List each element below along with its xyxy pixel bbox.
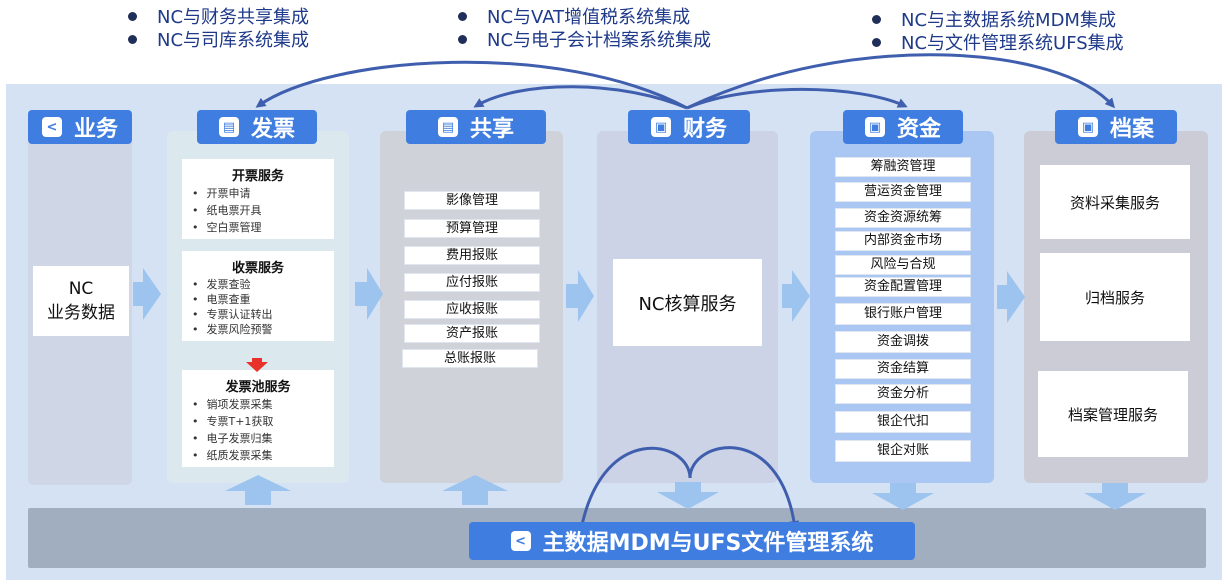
bullet-icon (458, 11, 467, 21)
share-item: 总账报账 (402, 349, 538, 368)
invoice-card-issue: 开票服务 开票申请 纸电票开具 空白票管理 (182, 159, 334, 239)
bullet-icon (458, 34, 467, 44)
integration-item: NC与VAT增值税系统集成 (458, 3, 690, 29)
archive-item: 档案管理服务 (1038, 371, 1188, 457)
curve-connector (255, 60, 688, 110)
header-share: ▤共享 (406, 110, 546, 144)
funds-item: 银企代扣 (835, 411, 971, 433)
share-icon: < (41, 117, 62, 137)
integration-item: NC与主数据系统MDM集成 (872, 6, 1116, 32)
bullet-icon (128, 11, 137, 21)
header-archive: ▣档案 (1055, 110, 1177, 144)
funds-item: 资金分析 (835, 384, 971, 404)
funds-item: 风险与合规 (835, 255, 971, 275)
share-item: 影像管理 (404, 191, 540, 210)
ticket-icon: ▤ (218, 117, 239, 137)
funds-item: 筹融资管理 (835, 157, 971, 177)
invoice-card-receive: 收票服务 发票查验 电票查重 专票认证转出 发票风险预警 (182, 251, 334, 341)
curve-connector (473, 85, 688, 110)
bullet-icon (872, 37, 881, 47)
curve-connector (686, 53, 1115, 110)
header-funds: ▣资金 (843, 110, 963, 144)
ticket-icon: ▤ (437, 117, 458, 137)
share-icon: < (510, 531, 531, 551)
bullet-icon (872, 14, 881, 24)
funds-item: 资金资源统筹 (835, 208, 971, 228)
header-business: <业务 (28, 110, 132, 144)
wallet-icon: ▣ (864, 117, 885, 137)
down-red-arrow (246, 358, 268, 372)
header-invoice: ▤发票 (197, 110, 317, 144)
down-arrow (872, 483, 934, 510)
integration-item: NC与财务共享集成 (128, 3, 309, 29)
flow-arrow (782, 270, 810, 322)
funds-item: 营运资金管理 (835, 182, 971, 202)
up-arrow (225, 475, 291, 505)
share-item: 费用报账 (404, 246, 540, 265)
finance-core-box: NC核算服务 (613, 259, 762, 346)
archive-item: 资料采集服务 (1040, 165, 1190, 239)
share-item: 应收报账 (404, 300, 540, 319)
curve-connector (686, 87, 908, 110)
flow-arrow (997, 271, 1025, 323)
down-arrow (1084, 483, 1146, 510)
integration-item: NC与电子会计档案系统集成 (458, 26, 711, 52)
up-arrow (442, 475, 508, 505)
wallet-icon: ▣ (650, 117, 671, 137)
funds-item: 资金配置管理 (835, 277, 971, 297)
loop-connector (578, 446, 799, 536)
funds-item: 银企对账 (835, 440, 971, 462)
funds-item: 内部资金市场 (835, 231, 971, 251)
flow-arrow (355, 268, 383, 320)
flow-arrow (566, 270, 594, 322)
integration-item: NC与文件管理系统UFS集成 (872, 29, 1124, 55)
bottom-system-label: <主数据MDM与UFS文件管理系统 (469, 522, 915, 560)
share-item: 预算管理 (404, 219, 540, 238)
share-item: 应付报账 (404, 273, 540, 292)
funds-item: 资金结算 (835, 359, 971, 379)
archive-item: 归档服务 (1040, 253, 1190, 341)
down-arrow (657, 482, 719, 509)
integration-item: NC与司库系统集成 (128, 26, 309, 52)
funds-item: 银行账户管理 (835, 303, 971, 325)
funds-item: 资金调拨 (835, 331, 971, 353)
bullet-icon (128, 34, 137, 44)
invoice-card-pool: 发票池服务 销项发票采集 专票T+1获取 电子发票归集 纸质发票采集 (182, 370, 334, 467)
share-item: 资产报账 (404, 324, 540, 343)
header-finance: ▣财务 (628, 110, 750, 144)
wallet-icon: ▣ (1077, 117, 1098, 137)
business-data-box: NC 业务数据 (33, 266, 129, 336)
flow-arrow (133, 268, 161, 320)
